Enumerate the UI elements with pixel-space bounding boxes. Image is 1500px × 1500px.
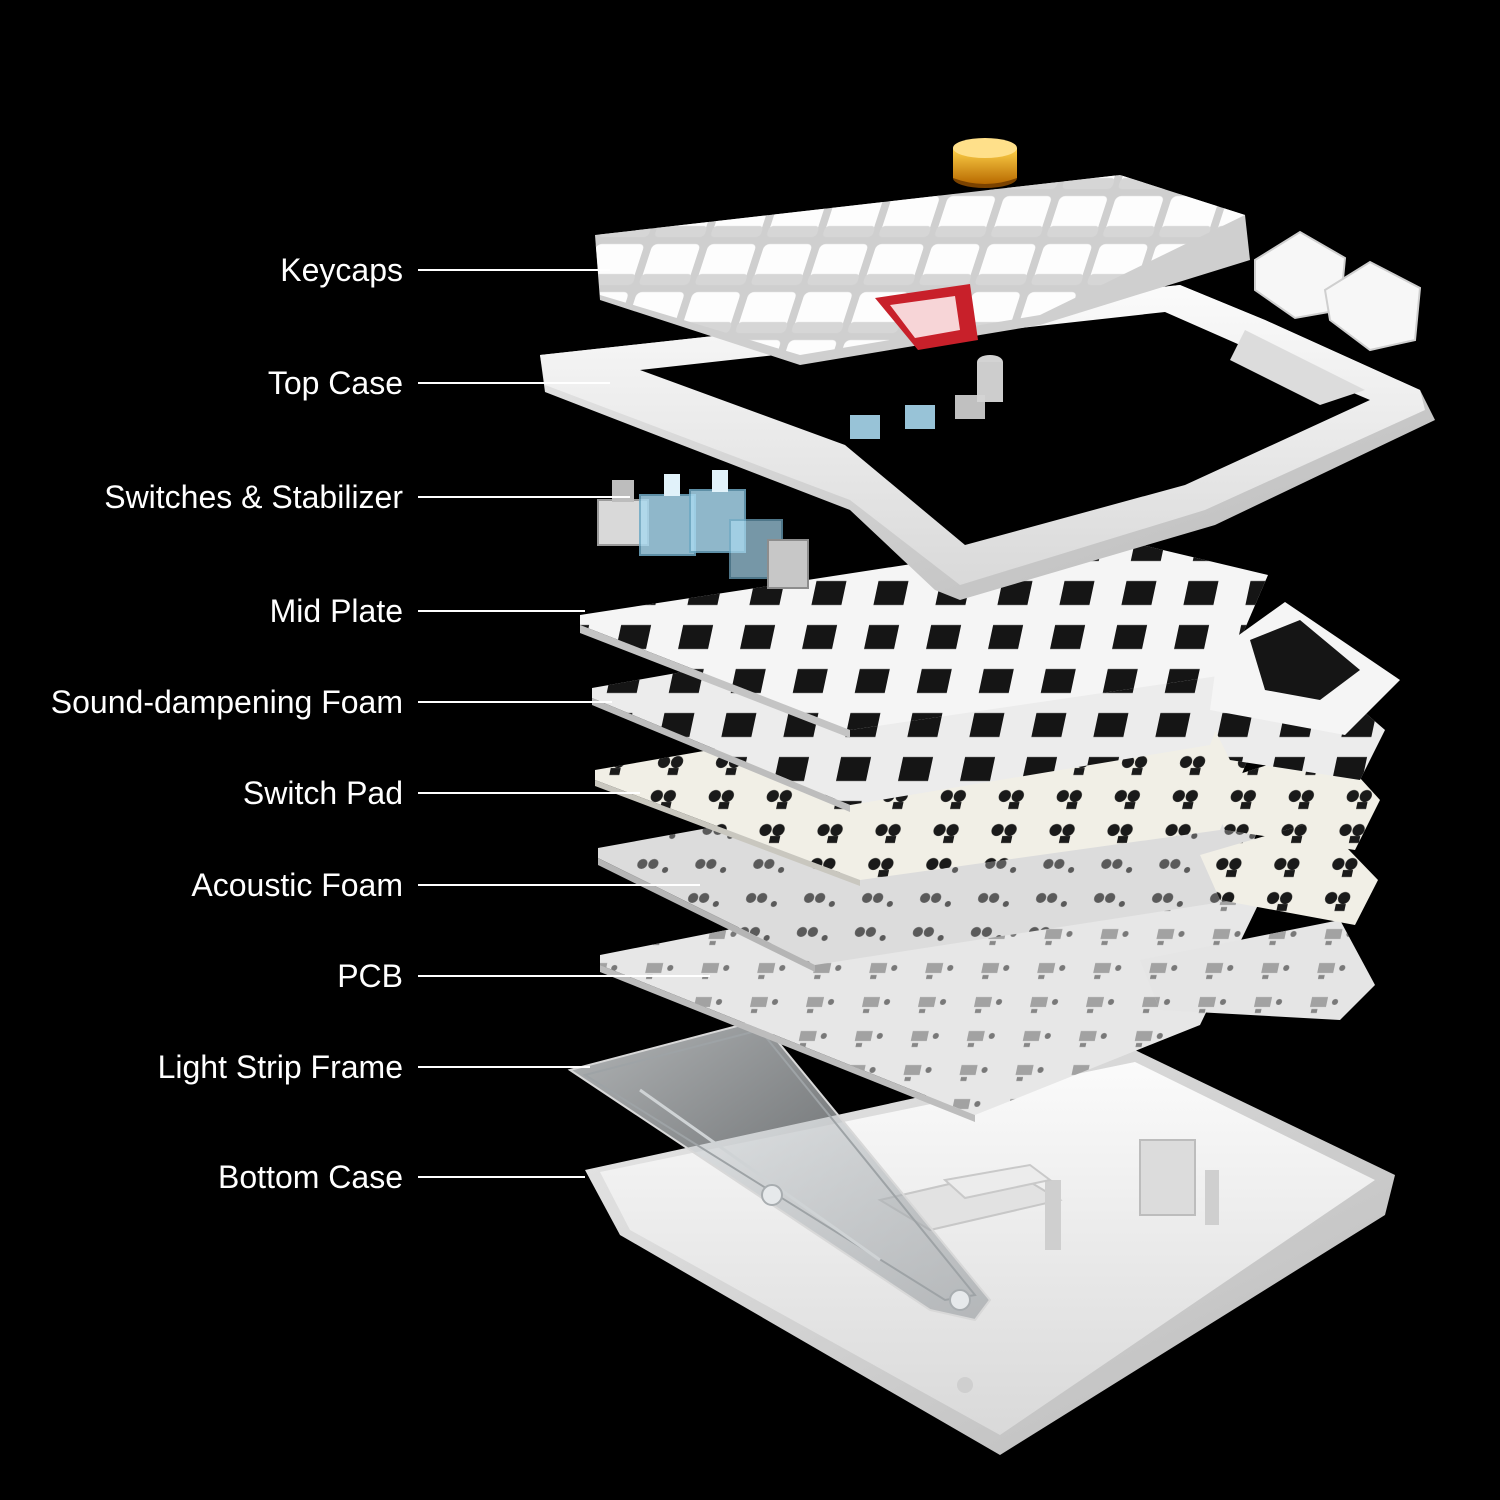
label-mid-plate: Mid Plate [270,593,403,629]
label-switch-pad: Switch Pad [243,775,403,811]
mid-plate-part [580,535,1400,738]
label-bottom-case: Bottom Case [218,1159,403,1195]
label-switches-stabilizer: Switches & Stabilizer [104,479,403,515]
label-top-case: Top Case [268,365,403,401]
label-pcb: PCB [337,958,403,994]
label-sound-dampening-foam: Sound-dampening Foam [51,684,403,720]
keycaps-part [595,138,1422,365]
label-keycaps: Keycaps [280,252,403,288]
top-case-part [540,285,1435,600]
light-strip-frame-part [567,1018,992,1322]
label-acoustic-foam: Acoustic Foam [191,867,403,903]
label-light-strip-frame: Light Strip Frame [158,1049,403,1085]
switches-stabilizer-part [597,470,809,589]
